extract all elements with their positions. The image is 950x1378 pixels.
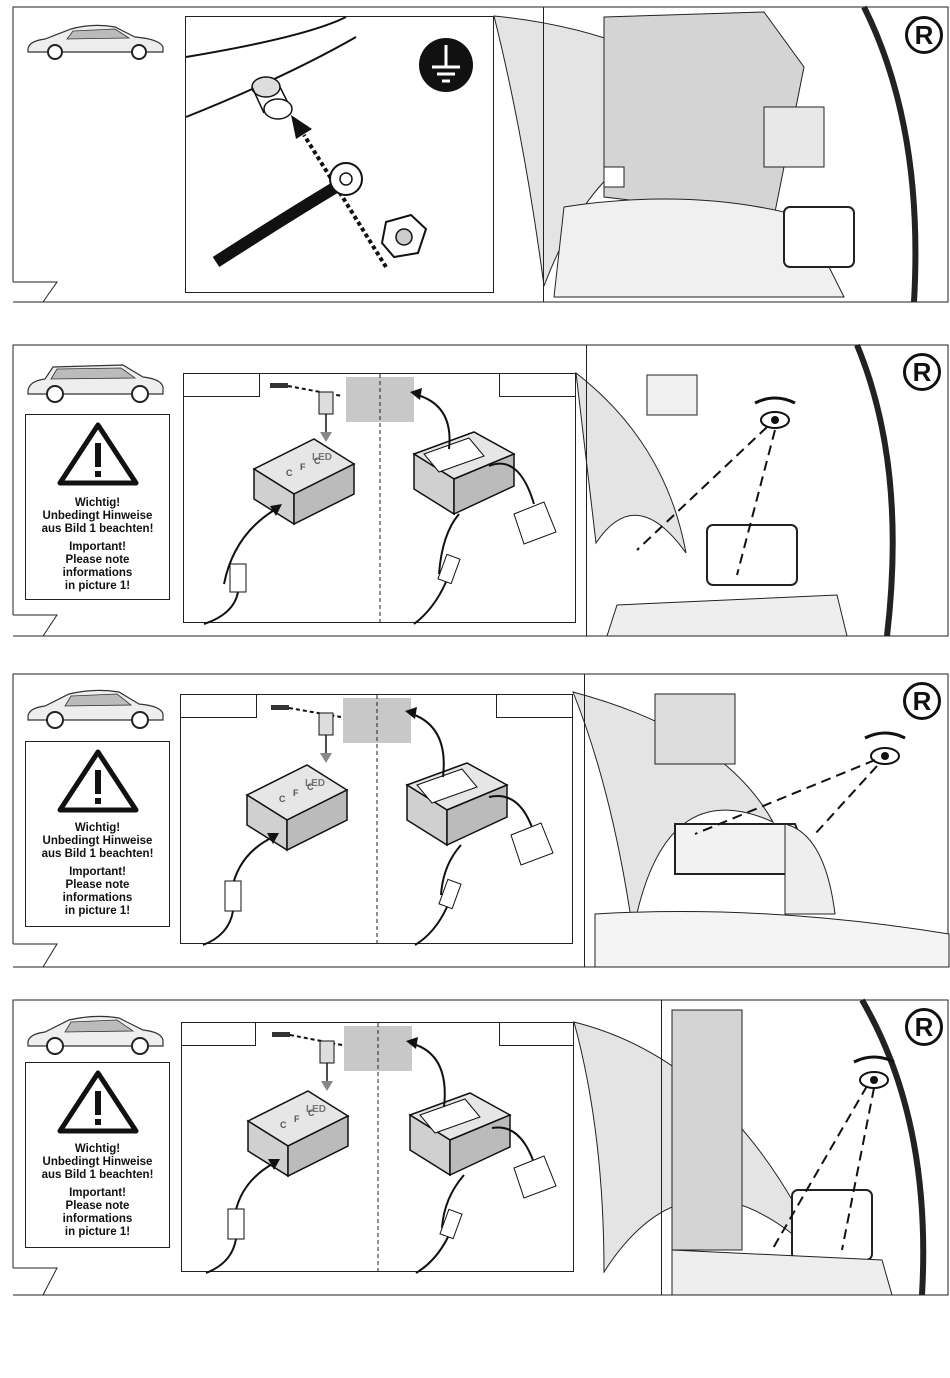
module-right: [412, 431, 516, 516]
module-right: [408, 1092, 512, 1177]
module-brand-left: LED: [312, 452, 332, 463]
nut-icon: [380, 213, 428, 259]
module-letter-3: C: [308, 1108, 315, 1118]
car-sedan-icon: [27, 24, 164, 60]
ground-symbol-icon: [419, 38, 473, 92]
step-2-panel: Wichtig! Unbedingt Hinweise aus Bild 1 b…: [12, 343, 949, 637]
warning-box: Wichtig! Unbedingt Hinweise aus Bild 1 b…: [25, 741, 170, 927]
variant-label-left: [180, 694, 257, 718]
warning-text-de: Wichtig! Unbedingt Hinweise aus Bild 1 b…: [41, 822, 154, 860]
module-letter-1: C: [286, 468, 293, 478]
eye-icon: [754, 396, 796, 429]
vehicle-interior-illustration: R: [661, 998, 949, 1296]
connector-plug-icon: [227, 1208, 245, 1240]
warning-text-de: Wichtig! Unbedingt Hinweise aus Bild 1 b…: [41, 497, 154, 535]
module-letter-3: C: [307, 782, 314, 792]
module-letter-2: F: [294, 1114, 300, 1124]
vehicle-interior-illustration: R: [543, 5, 949, 303]
warning-text-en: Important! Please note informations in p…: [62, 541, 133, 592]
region-r-mark: R: [903, 682, 941, 720]
module-letter-2: F: [300, 462, 306, 472]
led-module-left: LED C F C: [245, 764, 349, 852]
module-letter-3: C: [314, 456, 321, 466]
vehicle-interior-illustration: R: [586, 343, 949, 637]
connector-plug-icon: [224, 880, 242, 912]
adhesive-pad-icon: [510, 822, 554, 866]
region-r-mark: R: [905, 1008, 943, 1046]
step-4-panel: Wichtig! Unbedingt Hinweise aus Bild 1 b…: [12, 998, 949, 1296]
car-wagon-icon: [27, 364, 164, 403]
connector-plug-icon: [229, 563, 247, 593]
warning-text-en: Important! Please note informations in p…: [62, 1187, 133, 1238]
variant-label-right: [499, 373, 576, 397]
adhesive-pad-icon: [513, 1155, 557, 1199]
warning-box: Wichtig! Unbedingt Hinweise aus Bild 1 b…: [25, 1062, 170, 1248]
step-4-outline: [12, 999, 949, 1296]
module-detail-box: LED C F C: [183, 373, 576, 625]
module-detail-box: LED C F C: [180, 694, 573, 946]
step-1-panel: R: [12, 5, 949, 303]
variant-label-right: [496, 694, 573, 718]
warning-triangle-icon: [57, 422, 139, 486]
module-letter-1: C: [279, 794, 286, 804]
car-sedan-icon: [27, 689, 164, 729]
warning-triangle-icon: [57, 749, 139, 813]
module-letter-1: C: [280, 1120, 287, 1130]
eye-icon: [853, 1055, 895, 1089]
warning-text-de: Wichtig! Unbedingt Hinweise aus Bild 1 b…: [41, 1143, 154, 1181]
car-sedan-icon: [27, 1015, 164, 1055]
led-module-left: LED C F C: [246, 1090, 350, 1178]
variant-label-left: [183, 373, 260, 397]
region-r-mark: R: [905, 16, 943, 54]
vehicle-interior-illustration: R: [584, 674, 950, 968]
module-letter-2: F: [293, 788, 299, 798]
warning-text-en: Important! Please note informations in p…: [62, 866, 133, 917]
module-detail-box: LED C F C: [181, 1022, 574, 1274]
led-module-left: LED C F C: [252, 438, 356, 526]
variant-label-left: [181, 1022, 256, 1046]
callout-wedge: [575, 371, 687, 554]
step-1-outline: [12, 6, 949, 303]
warning-box: Wichtig! Unbedingt Hinweise aus Bild 1 b…: [25, 414, 170, 600]
variant-label-right: [499, 1022, 574, 1046]
warning-triangle-icon: [57, 1070, 139, 1134]
ground-stud-icon: [251, 76, 293, 120]
step-3-panel: Wichtig! Unbedingt Hinweise aus Bild 1 b…: [12, 673, 950, 968]
adhesive-pad-icon: [513, 501, 557, 545]
eye-icon: [864, 731, 906, 765]
module-right: [405, 762, 509, 847]
ground-detail-box: [185, 16, 494, 293]
region-r-mark: R: [903, 353, 941, 391]
module-brand-left: LED: [306, 1104, 326, 1115]
module-brand-left: LED: [305, 778, 325, 789]
